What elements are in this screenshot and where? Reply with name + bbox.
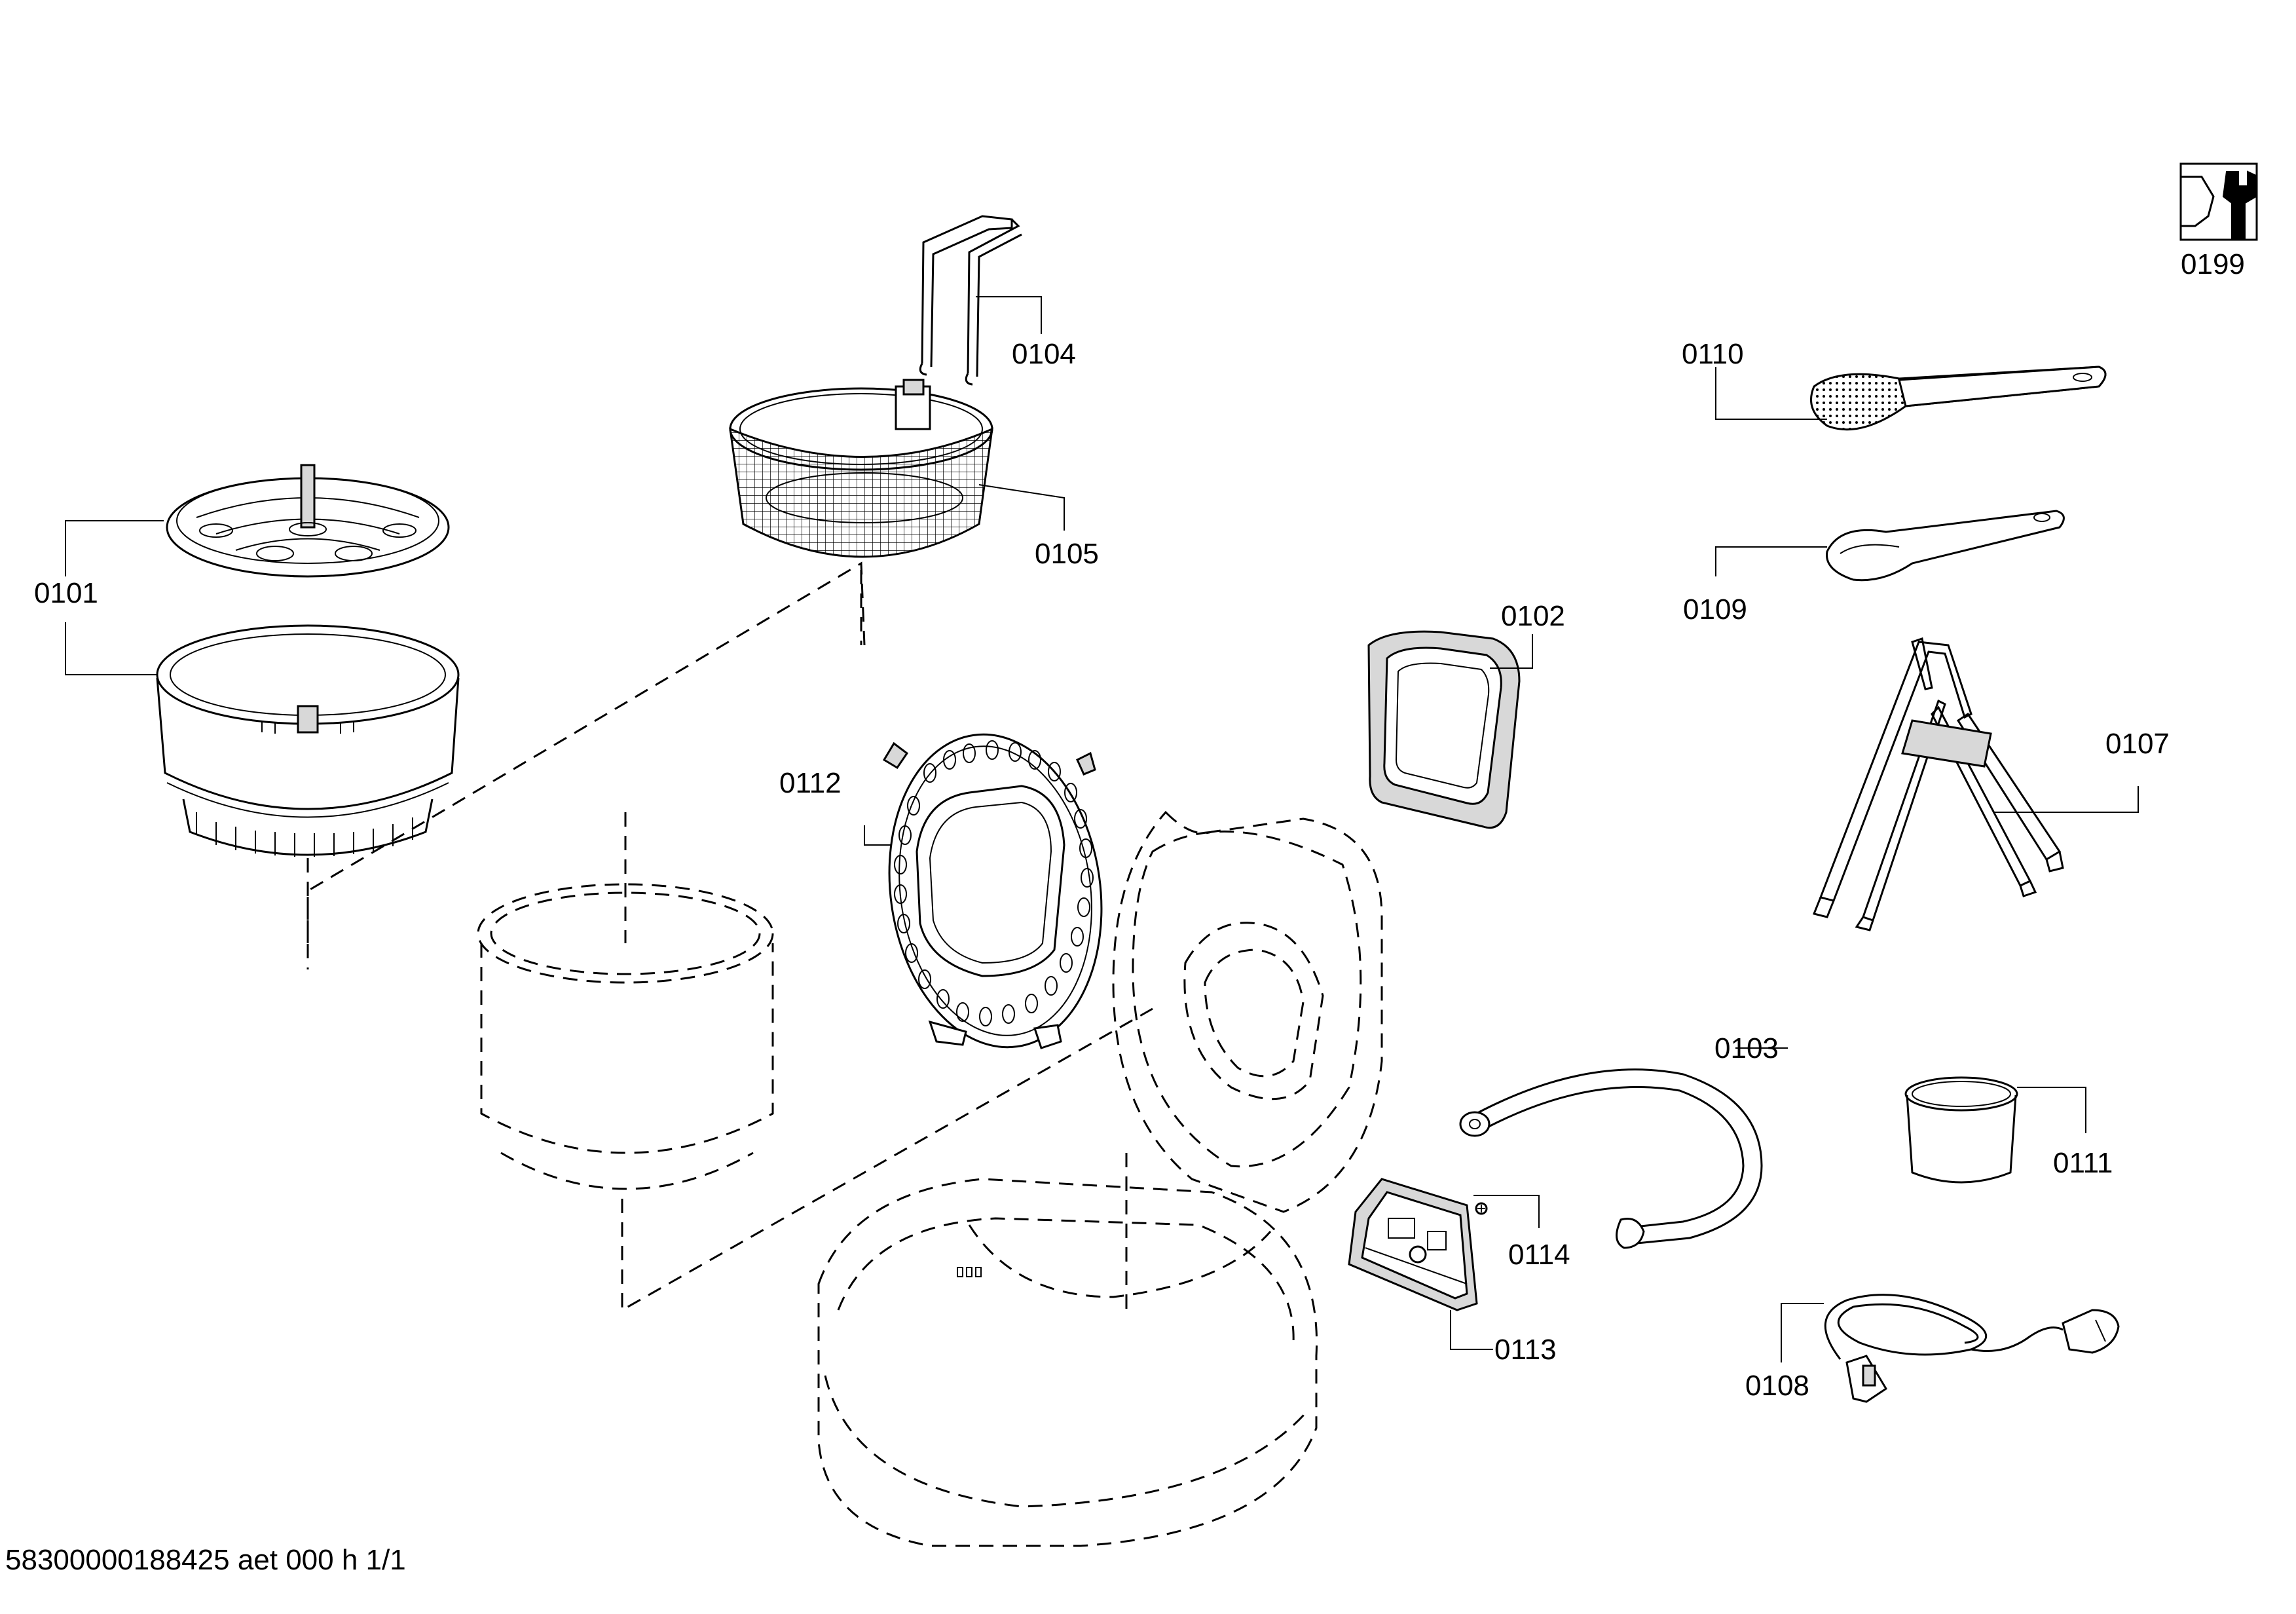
part-0103-carrying-handle xyxy=(1459,1068,1763,1249)
label-0101: 0101 xyxy=(34,577,98,609)
part-0110-perforated-paddle xyxy=(1810,366,2107,431)
label-0114: 0114 xyxy=(1508,1239,1570,1271)
label-0105: 0105 xyxy=(1035,538,1099,570)
part-0109-rice-spoon xyxy=(1826,510,2065,582)
leader-lines xyxy=(65,296,2139,1362)
label-0111: 0111 xyxy=(2053,1147,2113,1179)
part-0101-steam-tray-and-pot xyxy=(156,464,460,956)
part-0108-power-cord xyxy=(1824,1294,2120,1403)
label-0103: 0103 xyxy=(1714,1032,1779,1064)
label-0199: 0199 xyxy=(2181,248,2245,280)
label-0107: 0107 xyxy=(2105,728,2170,760)
label-0108: 0108 xyxy=(1745,1370,1809,1402)
label-0112: 0112 xyxy=(779,767,842,799)
part-0104-basket-handle xyxy=(919,215,1022,386)
part-0113-hinge-cover xyxy=(1348,1178,1478,1311)
part-0107-bowl-lifter xyxy=(1812,637,2064,931)
part-0112-lid-inner-plate xyxy=(882,733,1103,1049)
part-0105-frying-basket xyxy=(729,379,993,645)
label-0110: 0110 xyxy=(1682,338,1744,370)
part-0114-screw xyxy=(1475,1202,1488,1215)
tools-wrench-icon xyxy=(2179,162,2258,241)
lid-plate-holes xyxy=(894,740,1094,1026)
document-id-footer: 58300000188425 aet 000 h 1/1 xyxy=(5,1544,406,1576)
label-0113: 0113 xyxy=(1494,1334,1557,1366)
part-number-labels: 0101 0104 0105 0112 0102 0103 0114 0113 … xyxy=(34,248,2245,1402)
part-0111-measuring-cup xyxy=(1904,1076,2018,1184)
label-0104: 0104 xyxy=(1012,338,1076,370)
ghost-housing-assembly xyxy=(306,561,1383,1547)
label-0109: 0109 xyxy=(1683,593,1747,626)
part-0102-steam-valve-cover xyxy=(1367,630,1521,829)
label-0102: 0102 xyxy=(1501,600,1565,632)
